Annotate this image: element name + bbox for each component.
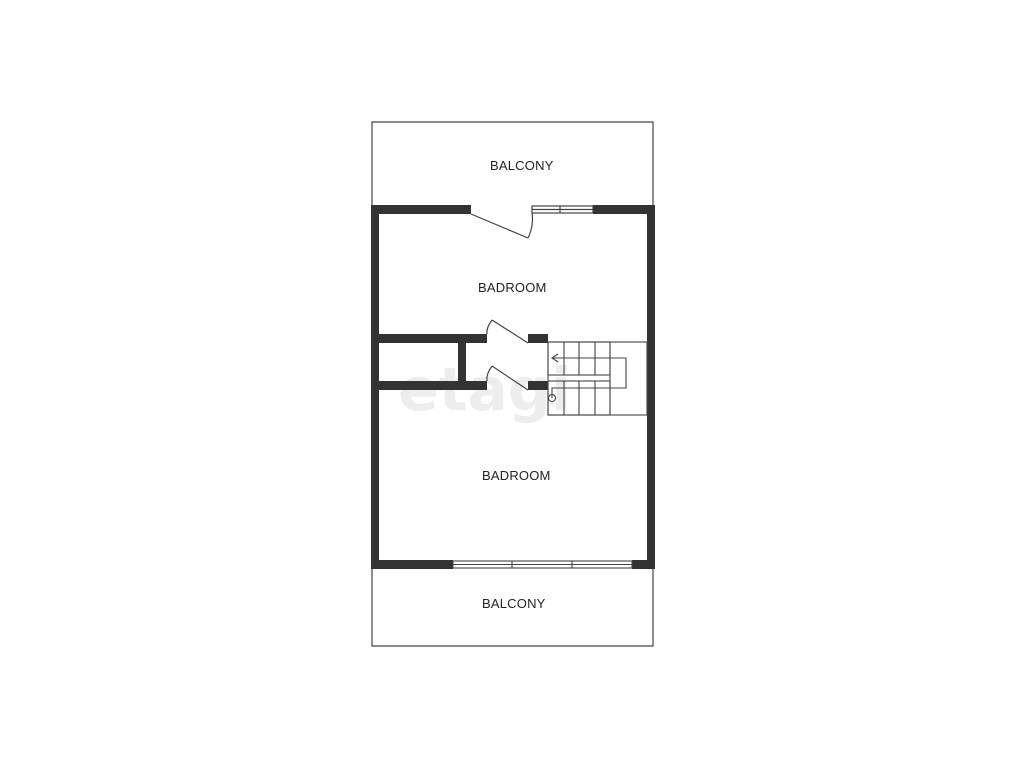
balcony-door-top [470,205,594,239]
interior-door-lower [486,365,529,391]
room-label-bedroom-top: BADROOM [478,280,547,295]
staircase [547,341,648,416]
interior-walls [379,334,548,390]
interior-door-upper [486,319,529,344]
window-bottom [452,560,633,569]
exterior-walls [371,205,655,569]
balcony-top-outline [371,121,654,206]
room-label-balcony-bottom: BALCONY [482,596,546,611]
room-label-bedroom-bottom: BADROOM [482,468,551,483]
balcony-bottom-outline [371,568,654,647]
room-label-balcony-top: BALCONY [490,158,554,173]
